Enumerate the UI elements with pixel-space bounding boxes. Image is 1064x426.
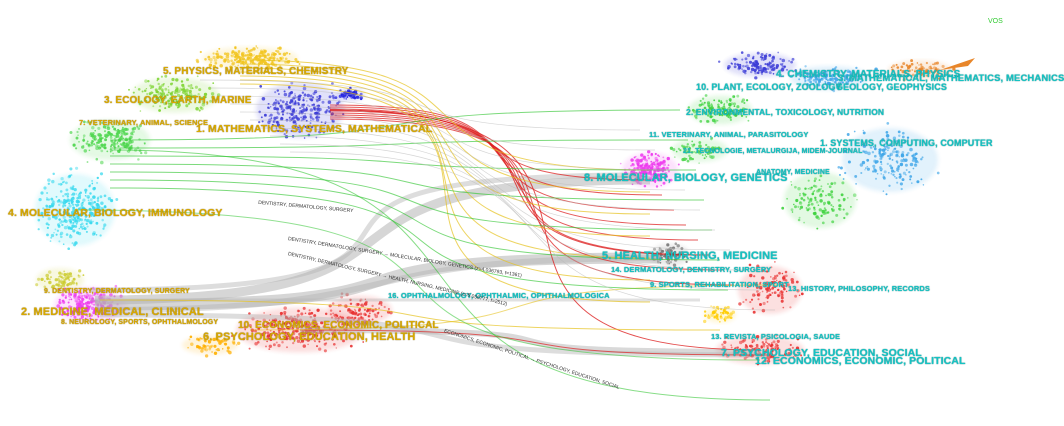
citing-cluster-1[interactable]: 1. MATHEMATICS, SYSTEMS, MATHEMATICAL: [196, 123, 433, 135]
citation-link: [299, 329, 771, 356]
citing-cluster-4[interactable]: 4. MOLECULAR, BIOLOGY, IMMUNOLOGY: [8, 207, 223, 219]
citation-link: [239, 79, 651, 281]
citing-cluster-2[interactable]: 2. MEDICINE, MEDICAL, CLINICAL: [21, 306, 204, 318]
citation-link: [109, 155, 697, 171]
citation-link: [109, 163, 705, 201]
cited-cluster-9[interactable]: 9. SPORTS, REHABILITATION, SPORT: [650, 280, 789, 289]
citation-link: [329, 108, 675, 211]
citation-link: [239, 59, 651, 171]
band-label-dentistry: DENTISTRY, DERMATOLOGY, SURGERY: [257, 199, 354, 215]
citation-link: [329, 114, 711, 256]
cluster-cloud: [842, 128, 938, 192]
citation-link: [74, 209, 761, 361]
cited-cluster-8[interactable]: 8. MOLECULAR, BIOLOGY, GENETICS: [584, 172, 788, 184]
citation-link: [219, 95, 671, 171]
citation-link: [229, 103, 686, 191]
citation-link: [249, 284, 781, 331]
vos-watermark: VOS: [988, 18, 1003, 25]
citation-link: [94, 252, 661, 311]
cited-cluster-10[interactable]: 10. PLANT, ECOLOGY, ZOOLOGY: [696, 82, 842, 92]
cluster-cloud: [672, 138, 728, 162]
citation-link: [239, 67, 651, 215]
cited-cluster-geology[interactable]: GEOLOGY, GEOPHYSICS: [836, 82, 947, 92]
cited-cluster-2[interactable]: 2. ENVIRONMENTAL, TOXICOLOGY, NUTRITION: [686, 107, 885, 117]
cited-cluster-21[interactable]: 21. TECNOLOGIE, METALURGIJA, MIDEM-JOURN…: [683, 148, 863, 155]
citation-link: [94, 255, 661, 313]
citation-link: [209, 87, 656, 151]
citation-link: [299, 327, 761, 355]
band-label-economics: ECONOMICS, ECONOMIC, POLITICAL → PSYCHOL…: [443, 328, 621, 391]
citation-link: [329, 116, 723, 271]
citation-link: [199, 79, 641, 131]
cited-cluster-12[interactable]: 12. ECONOMICS, ECONOMIC, POLITICAL: [755, 355, 966, 367]
citation-link: [239, 111, 701, 211]
cluster-cloud: [704, 307, 736, 323]
cited-cluster-4[interactable]: 4. CHEMISTRY, MATERIALS, PHYSICS: [776, 69, 961, 80]
citation-link: [239, 75, 651, 259]
citation-link: [99, 299, 721, 331]
citation-link: [109, 149, 771, 401]
band-label-molecular: DENTISTRY, DERMATOLOGY, SURGERY → MOLECU…: [287, 236, 523, 279]
citation-link: [279, 143, 761, 291]
cited-cluster-11[interactable]: 11. VETERINARY, ANIMAL, PARASITOLOGY: [649, 130, 809, 139]
cited-cluster-16[interactable]: 16. OPHTHALMOLOGY, OPHTHALMIC, OPHTHALMO…: [388, 291, 610, 300]
citation-link: [239, 63, 651, 193]
citation-link: [109, 171, 713, 231]
cited-cluster-3[interactable]: 3. MATHEMATICAL, MATHEMATICS, MECHANICS: [838, 73, 1064, 84]
citation-links: [74, 58, 975, 401]
cited-cluster-14[interactable]: 14. DERMATOLOGY, DENTISTRY, SURGERY: [611, 265, 772, 274]
citing-cluster-10[interactable]: 10. ECONOMICS, ECONOMIC, POLITICAL: [238, 320, 439, 331]
citing-cluster-3[interactable]: 3. ECOLOGY, EARTH, MARINE: [104, 95, 252, 106]
citation-link: [249, 119, 716, 231]
citing-cluster-7[interactable]: 7. VETERINARY, ANIMAL, SCIENCE: [79, 118, 209, 127]
citation-link: [269, 135, 746, 271]
citing-cluster-5[interactable]: 5. PHYSICS, MATERIALS, CHEMISTRY: [163, 66, 349, 77]
citation-link: [89, 172, 641, 293]
citation-link: [329, 104, 651, 181]
citing-cluster-9[interactable]: 9. DENTISTRY, DERMATOLOGY, SURGERY: [44, 288, 190, 295]
cited-cluster-anatomy[interactable]: ANATOMY, MEDICINE: [756, 169, 830, 176]
citation-link: [289, 151, 776, 311]
arrow-icon: [940, 58, 975, 70]
cited-cluster-13-history[interactable]: 13. HISTORY, PHILOSOPHY, RECORDS: [788, 284, 930, 293]
citation-link: [329, 118, 735, 286]
citing-cluster-8[interactable]: 8. NEUROLOGY, SPORTS, OPHTHALMOLOGY: [61, 319, 219, 326]
cited-cluster-13-revista[interactable]: 13. REVISTA, PSICOLOGIA, SAUDE: [711, 332, 841, 341]
citation-link: [109, 187, 729, 291]
cited-cluster-7[interactable]: 7. PSYCHOLOGY, EDUCATION, SOCIAL: [721, 347, 922, 359]
citation-link: [109, 179, 721, 261]
citing-cluster-6[interactable]: 6. PSYCHOLOGY, EDUCATION, HEALTH: [203, 331, 416, 343]
cited-cluster-5[interactable]: 5. HEALTH, NURSING, MEDICINE: [602, 250, 778, 262]
cited-cluster-1[interactable]: 1. SYSTEMS, COMPUTING, COMPUTER: [820, 138, 993, 148]
citation-link: [259, 127, 731, 251]
citation-link: [109, 139, 689, 149]
citation-link: [329, 112, 699, 241]
